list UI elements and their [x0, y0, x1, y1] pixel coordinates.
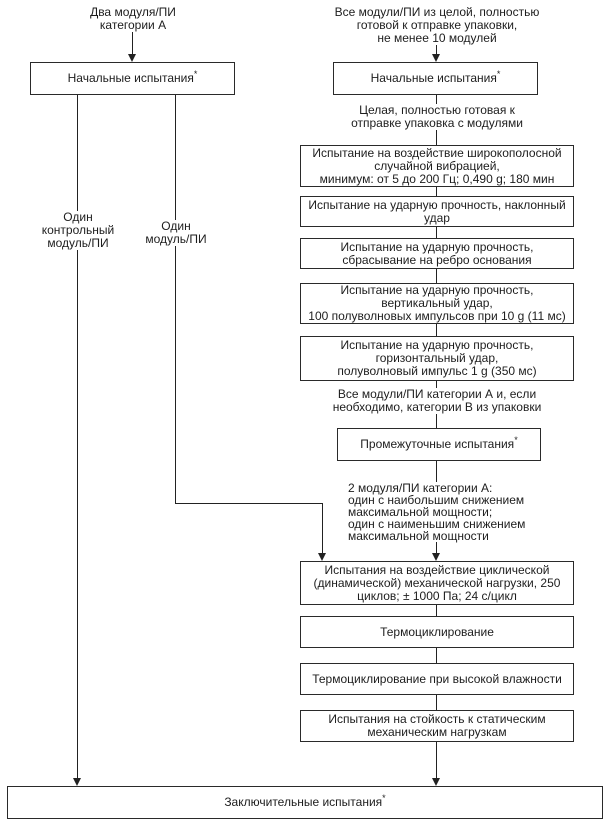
node-vertical-shock-test: Испытание на ударную прочность, вертикал…: [300, 283, 574, 324]
node-label: Испытание на ударную прочность, наклонны…: [308, 197, 566, 225]
node-label: Испытание на ударную прочность, вертикал…: [308, 283, 566, 323]
node-cyclic-load-test: Испытания на воздействие циклической (ди…: [300, 561, 574, 605]
node-horizontal-shock-test: Испытание на ударную прочность, горизонт…: [300, 336, 574, 381]
edge-label-one-control-module: Один контрольный модуль/ПИ: [28, 211, 128, 250]
connector-line: [436, 187, 437, 196]
annotation-two-modules-power: 2 модуля/ПИ категории А: один с наибольш…: [348, 482, 548, 542]
edge-label-one-module: Один модуль/ПИ: [126, 220, 226, 246]
node-vibration-test: Испытание на воздействие широкополосной …: [300, 145, 574, 187]
arrowhead-down-icon: [432, 54, 440, 62]
connector-line: [436, 269, 437, 283]
annotation-all-modules-package: Все модули/ПИ из целой, полностью готово…: [317, 6, 557, 45]
node-label: Термоциклирование при высокой влажности: [312, 671, 562, 686]
node-label: Испытание на ударную прочность, горизонт…: [337, 338, 537, 378]
connector-line: [436, 324, 437, 336]
node-static-load-test: Испытания на стойкость к статическим мех…: [300, 710, 574, 742]
annotation-two-modules-cat-a: Два модуля/ПИ категории А: [55, 6, 211, 32]
arrowhead-down-icon: [432, 553, 440, 561]
connector-line: [436, 695, 437, 710]
connector-line: [436, 648, 437, 663]
node-initial-tests-left: Начальные испытания*: [30, 62, 235, 95]
node-thermal-cycling-test: Термоциклирование: [300, 616, 574, 648]
connector-line: [436, 605, 437, 616]
node-incline-shock-test: Испытание на ударную прочность, наклонны…: [300, 196, 574, 227]
arrowhead-down-icon: [318, 553, 326, 561]
node-intermediate-tests: Промежуточные испытания*: [337, 428, 541, 461]
node-label: Испытание на ударную прочность, сбрасыва…: [340, 239, 534, 267]
annotation-all-modules-category-ab: Все модули/ПИ категории А и, если необхо…: [322, 388, 552, 414]
node-final-tests: Заключительные испытания*: [7, 786, 603, 819]
connector-line: [436, 742, 437, 778]
arrowhead-down-icon: [73, 778, 81, 786]
connector-line: [436, 44, 437, 54]
node-label: Начальные испытания*: [67, 69, 198, 85]
asterisk-footnote: *: [496, 69, 501, 79]
asterisk-footnote: *: [193, 69, 198, 79]
connector-line: [175, 503, 323, 504]
connector-line: [322, 503, 323, 553]
connector-line: [77, 95, 78, 778]
node-label: Промежуточные испытания*: [360, 435, 518, 451]
arrowhead-down-icon: [128, 54, 136, 62]
asterisk-footnote: *: [514, 435, 518, 445]
node-label: Испытания на воздействие циклической (ди…: [313, 562, 561, 603]
arrowhead-down-icon: [432, 778, 440, 786]
connector-line: [175, 95, 176, 503]
node-label: Заключительные испытания*: [224, 793, 386, 809]
asterisk-footnote: *: [382, 793, 386, 803]
node-label: Термоциклирование: [380, 624, 494, 639]
node-edge-drop-test: Испытание на ударную прочность, сбрасыва…: [300, 238, 574, 269]
node-label: Начальные испытания*: [370, 69, 501, 85]
connector-line: [436, 227, 437, 238]
node-label: Испытание на воздействие широкополосной …: [312, 145, 562, 186]
node-initial-tests-right: Начальные испытания*: [333, 62, 538, 95]
annotation-intact-package: Целая, полностью готовая к отправке упак…: [327, 104, 547, 130]
node-label: Испытания на стойкость к статическим мех…: [328, 712, 546, 739]
connector-line: [132, 31, 133, 54]
node-humidity-thermal-cycling-test: Термоциклирование при высокой влажности: [300, 663, 574, 695]
